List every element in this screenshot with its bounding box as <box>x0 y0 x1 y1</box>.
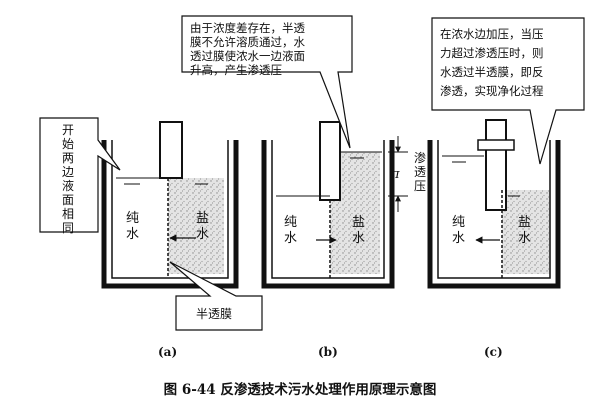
pi-symbol: π <box>390 167 400 182</box>
panel-label-a: (a) <box>158 345 177 359</box>
pure-water-label: 纯水 <box>284 215 297 246</box>
callout-box-b <box>181 15 353 149</box>
salt-water-region <box>502 190 550 274</box>
membrane-callout-box <box>169 261 263 331</box>
salt-water-label: 盐水 <box>518 215 531 246</box>
pressure-tube <box>485 119 507 211</box>
callout-text-c: 在浓水边加压，当压力超过渗透压时，则水透过半透膜，即反渗透，实现净化过程 <box>440 27 544 98</box>
salt-water-label: 盐水 <box>196 211 209 242</box>
panel-a: 纯水 盐水 开始两边液面相同 半透膜 (a) <box>39 117 263 359</box>
pressure-tube <box>319 121 341 201</box>
callout-box-c <box>431 17 585 165</box>
callout-text-b: 由于浓度差存在，半透膜不允许溶质通过，水透过膜使浓水一边液面升高，产生渗透压 <box>190 21 305 77</box>
vessel <box>101 140 239 289</box>
pure-water-label: 纯水 <box>452 215 465 246</box>
vessel <box>427 140 561 289</box>
membrane-callout-text: 半透膜 <box>196 307 232 321</box>
panel-label-c: (c) <box>484 345 503 359</box>
salt-water-region <box>168 178 224 274</box>
panel-b: 纯水 盐水 π 渗透压 由于浓度差存在，半透膜不允许溶质通过，水透过膜使浓水一边… <box>181 15 426 359</box>
callout-box-a <box>39 117 121 233</box>
figure-caption: 图 6-44 反渗透技术污水处理作用原理示意图 <box>164 381 437 398</box>
panel-label-b: (b) <box>318 345 338 359</box>
salt-water-label: 盐水 <box>352 215 365 246</box>
pure-water-label: 纯水 <box>126 211 139 242</box>
callout-text-a: 开始两边液面相同 <box>62 123 74 235</box>
osmotic-pressure-label: 渗透压 <box>414 150 426 193</box>
piston <box>477 139 515 151</box>
pressure-tube <box>159 121 183 179</box>
vessel <box>261 140 395 289</box>
panel-c: 纯水 盐水 在浓水边加压，当压力超过渗透压时，则水透过半透膜，即反渗透，实现净化… <box>427 17 585 359</box>
